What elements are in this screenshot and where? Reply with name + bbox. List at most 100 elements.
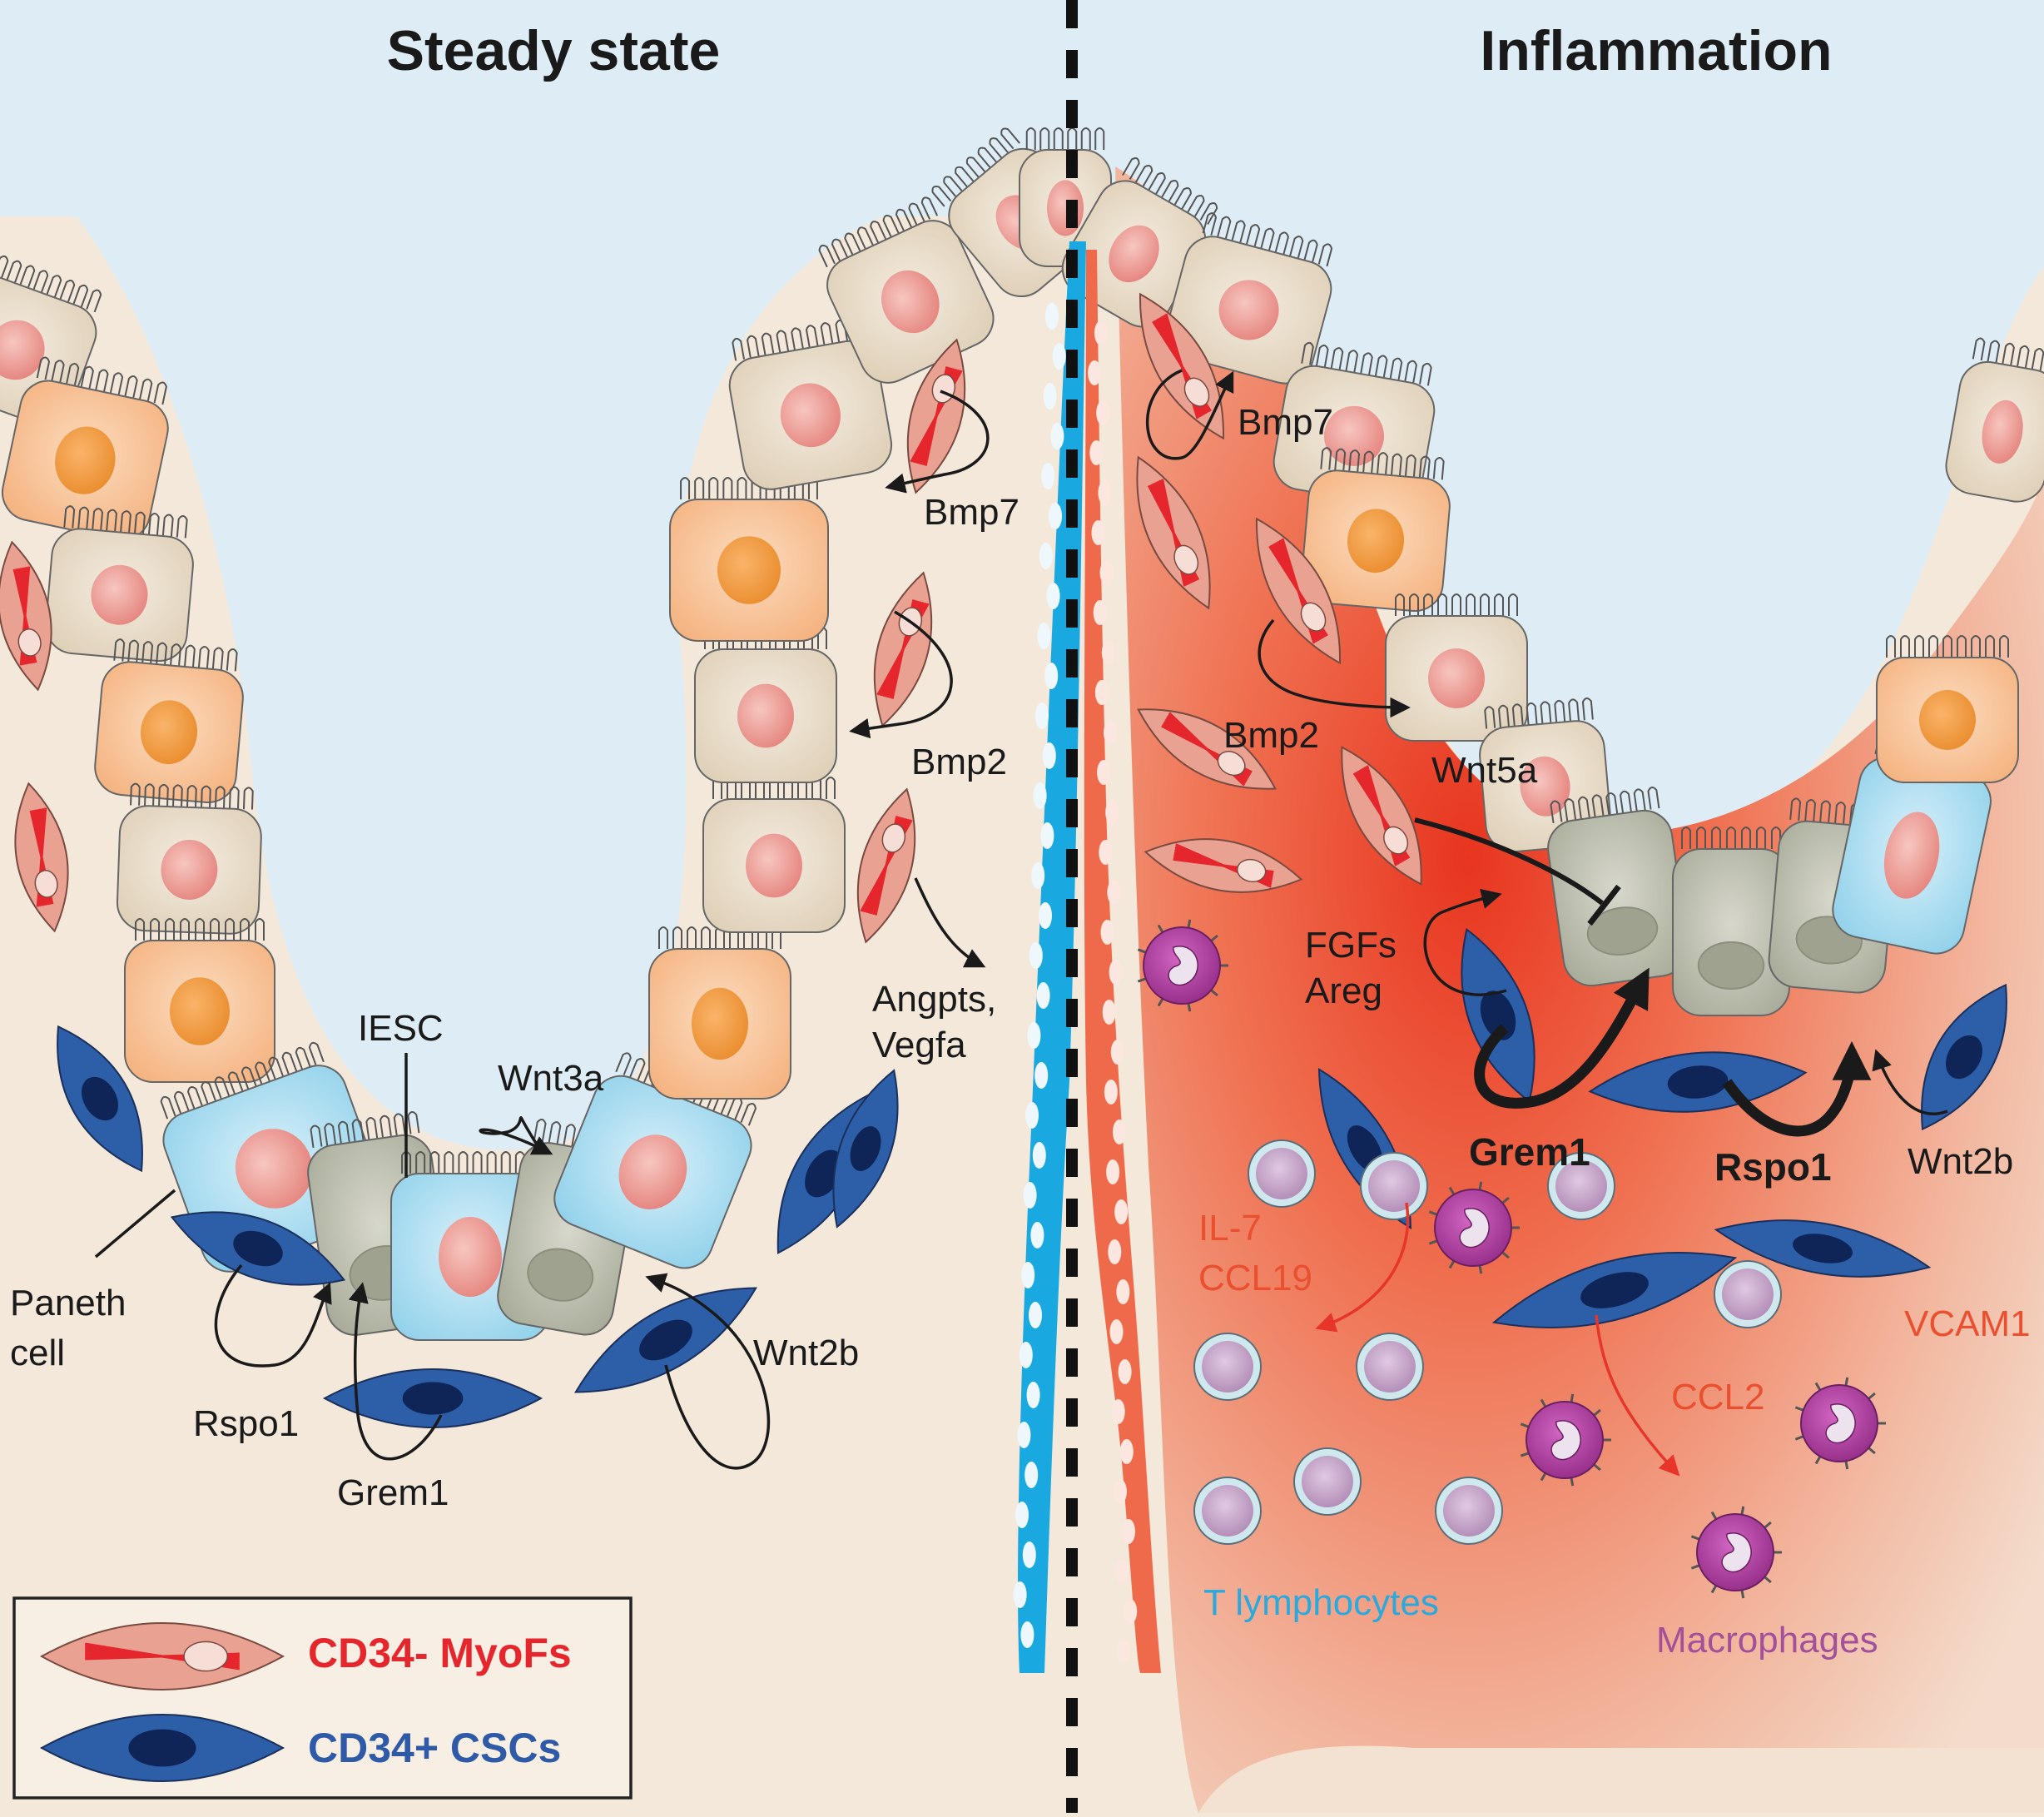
label-bmp7-left: Bmp7 [924,492,1020,533]
legend: CD34- MyoFs CD34+ CSCs [12,1596,633,1800]
left-epithelial-cell [669,477,829,642]
artery-vessel [1084,250,1161,1673]
right-epithelial-cell [1672,827,1790,1016]
label-bmp2-left: Bmp2 [911,742,1007,782]
left-epithelial-cell [702,777,846,933]
t-lymphocyte [1248,1139,1316,1208]
left-epithelial-cell [124,918,275,1083]
t-lymphocyte [1547,1152,1615,1220]
left-signaling-arrows [214,390,990,1470]
paneth-pointer [94,1189,176,1258]
myofibroblast-cell [1255,517,1342,665]
wnt3a-arrow [479,1116,553,1155]
right-epithelial-cell [1061,157,1218,328]
csc-cell [1588,1051,1808,1113]
legend-myofibroblast-icon [39,1622,285,1690]
label-bmp2-right: Bmp2 [1223,715,1319,756]
macrophage [1428,1181,1520,1274]
lumen-left-crypt [0,0,1057,1150]
left-epithelial-cell [818,196,995,384]
rspo1-left-arrow [214,1263,332,1368]
myofibroblast-cell [873,571,933,727]
csc-cell [832,1069,899,1229]
bmp2-left-arrow [849,610,953,739]
right-epithelial-cell [1385,593,1528,742]
csc-cell [1921,983,2007,1131]
title-inflammation: Inflammation [1480,19,1832,82]
right-epithelial-cell [1165,212,1333,385]
csc-cell [1714,1219,1932,1278]
myofibroblast-cell [39,1622,285,1690]
wnt5a-inhibit-bar [1587,884,1621,926]
legend-myofs-label: CD34- MyoFs [308,1630,572,1676]
t-lymphocyte [1360,1152,1428,1220]
myofibroblast-cell [14,782,69,933]
inflamed-base [1198,1745,2044,1813]
myofibroblast-cell [1139,292,1225,440]
csc-cell [1491,1252,1738,1328]
t-lymphocyte [1193,1333,1262,1401]
label-grem1-left: Grem1 [337,1472,449,1513]
wnt5a-inhibit-line [1414,817,1604,906]
label-bmp7-right: Bmp7 [1238,402,1333,443]
label-ccl19: CCL19 [1198,1258,1312,1298]
pointer-lines [94,1053,408,1258]
immune-cells [1137,919,1886,1599]
wnt2b-right-arrow [1872,1049,1948,1115]
myofibroblast-cell [856,787,916,944]
stromal-cells [0,292,2007,1428]
legend-csc-icon [39,1714,285,1782]
left-epithelial-cell [116,782,262,935]
label-vegfa: Vegfa [872,1025,966,1065]
chemokine-arrows [1315,1202,1680,1477]
right-epithelial-cell [1547,787,1689,987]
right-epithelial-cell [1301,447,1451,612]
legend-cscs-label: CD34+ CSCs [308,1725,561,1771]
csc-cell [322,1368,543,1428]
right-signaling-arrows [1145,369,1948,1137]
title-steady-state: Steady state [387,19,721,82]
t-lymphocyte [1193,1477,1262,1545]
csc-cell [39,1714,285,1782]
label-vcam1: VCAM1 [1904,1303,2031,1344]
lumen-right-crypt [1149,0,2044,865]
label-macrophages: Macrophages [1656,1620,1878,1661]
myofibroblast-cell [1137,708,1277,790]
left-epithelial-cell [694,627,837,783]
left-epithelial-cell [1,356,169,541]
bmp2-right-arrow [1258,618,1411,718]
left-epithelial-cell [94,638,244,803]
macrophage [1137,919,1228,1012]
macrophage [1690,1506,1782,1599]
grem1-right-arrow [1474,967,1650,1109]
il7-arrow [1315,1202,1410,1333]
label-ccl2: CCL2 [1671,1377,1765,1417]
t-lymphocyte [1435,1477,1503,1545]
label-rspo1-left: Rspo1 [193,1403,299,1444]
myofibroblast-cell [0,540,52,692]
left-epithelial-cell [648,926,791,1100]
myofibroblast-cell [1144,838,1303,893]
label-areg: Areg [1305,971,1382,1011]
label-il7: IL-7 [1198,1208,1262,1249]
grem1-left-arrow [348,1282,443,1461]
label-rspo1-right: Rspo1 [1714,1145,1832,1189]
ccl2-arrow [1595,1314,1680,1477]
fgfs-arrow [1423,888,1507,996]
csc-cell [57,1025,143,1173]
csc-cell [170,1211,346,1286]
label-angpts: Angpts, [872,979,996,1020]
t-lymphocyte [1714,1260,1782,1328]
right-crypt-epithelium [1061,157,2044,1016]
label-iesc: IESC [358,1008,444,1049]
bmp7-right-arrow [1145,369,1234,460]
label-paneth: Paneth [10,1283,126,1323]
right-epithelial-cell [1945,337,2044,503]
bmp7-left-arrow [885,390,990,494]
label-fgfs: FGFs [1305,925,1397,966]
right-epithelial-cell [1876,635,2019,783]
macrophage [1520,1393,1611,1487]
label-wnt5a: Wnt5a [1431,750,1538,791]
